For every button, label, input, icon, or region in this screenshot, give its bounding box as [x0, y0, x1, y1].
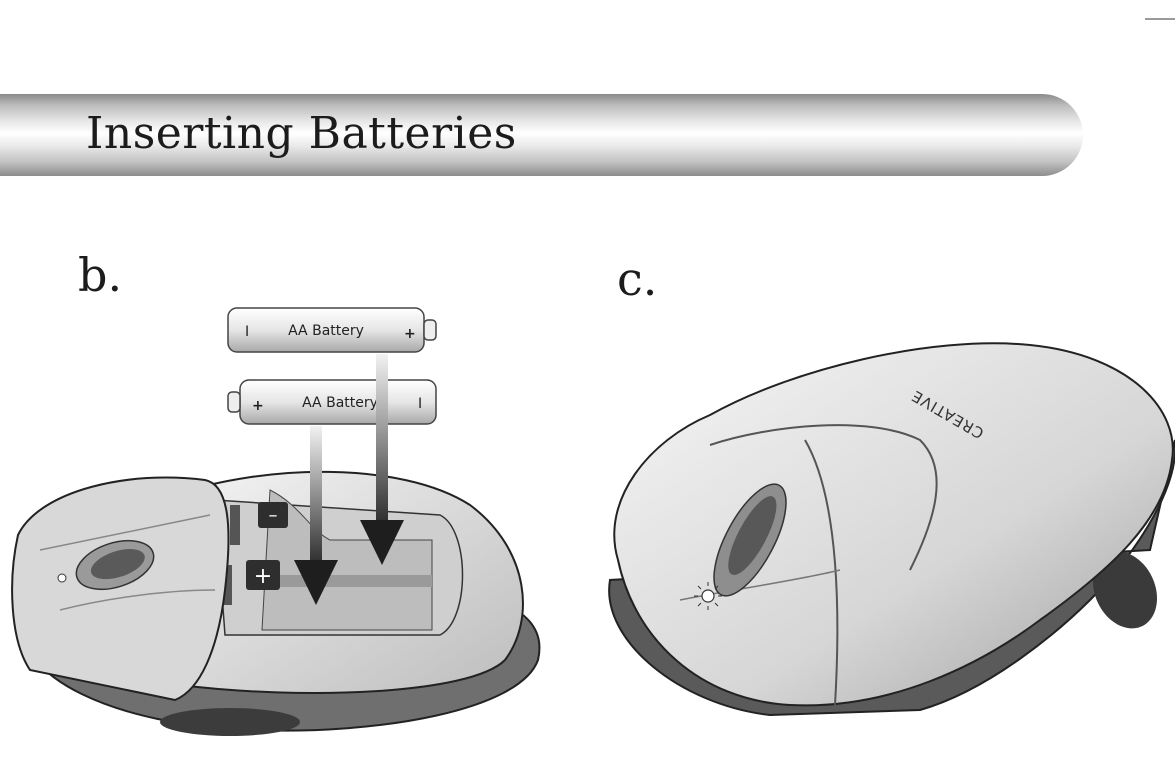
step-c-label: c.	[617, 254, 657, 304]
compartment-minus-sign: –	[269, 505, 278, 526]
battery-top-label: AA Battery	[288, 323, 364, 339]
battery-bottom-terminal-right: I	[418, 396, 422, 412]
battery-top-terminal-left: I	[245, 324, 249, 340]
mouse-top-cover	[12, 477, 228, 700]
battery-top-terminal-right: +	[404, 326, 416, 342]
section-title: Inserting Batteries	[86, 104, 517, 164]
page-top-rule	[1145, 18, 1175, 20]
mouse-base-foot	[160, 708, 300, 736]
closed-mouse-illustration: CREATIVE	[590, 320, 1175, 740]
section-title-banner: Inserting Batteries	[0, 94, 1083, 176]
battery-insertion-illustration: – + I AA Battery + + AA Battery I	[0, 290, 560, 760]
battery-bottom-terminal-left: +	[252, 398, 264, 414]
led-indicator	[58, 574, 66, 582]
mouse-body	[614, 343, 1173, 705]
compartment-plus-sign: +	[254, 564, 272, 589]
battery-bottom-label: AA Battery	[302, 395, 378, 411]
aa-battery-top: I AA Battery +	[228, 308, 436, 352]
aa-battery-bottom: + AA Battery I	[228, 380, 436, 424]
